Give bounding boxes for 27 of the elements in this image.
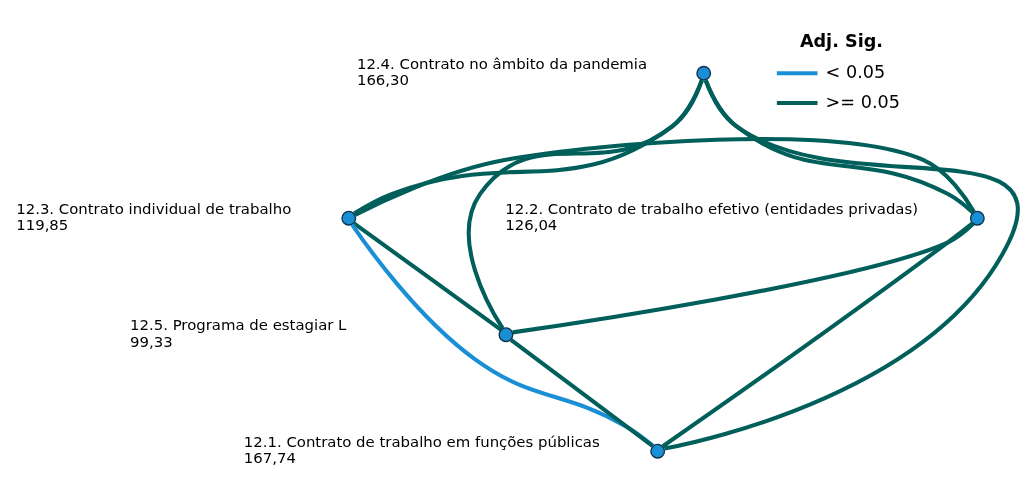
node-label: 12.3. Contrato individual de trabalho (15, 199, 291, 218)
node-circle (649, 443, 665, 459)
node-circle (969, 210, 985, 226)
connector (509, 337, 654, 448)
legend-label: >= 0.05 (825, 91, 900, 112)
node-label: 99,33 (129, 332, 173, 351)
connector (663, 79, 1019, 451)
node-label: 12.2. Contrato de trabalho efetivo (entidades privadas) (504, 199, 918, 218)
connector (511, 221, 974, 334)
node-label: 12.1. Contrato de trabalho em funções públicas (243, 432, 600, 451)
node-label: 119,85 (15, 215, 68, 234)
node-label: 12.5. Programa de estagiar L (129, 315, 346, 334)
node-label: 12.4. Contrato no âmbito da pandemia (356, 54, 647, 73)
connector (349, 222, 654, 447)
label: Adj. Sig. (799, 30, 883, 51)
connector (351, 220, 502, 331)
connector (466, 79, 704, 330)
connector (352, 79, 704, 215)
node-circle (497, 326, 513, 342)
connector (661, 221, 974, 448)
node-label: 167,74 (243, 448, 296, 467)
node-label: 166,30 (356, 70, 409, 89)
node-circle (340, 210, 356, 226)
node-circle (695, 65, 711, 81)
connector (353, 136, 976, 217)
node-label: 126,04 (504, 215, 557, 234)
legend-label: < 0.05 (825, 61, 885, 82)
